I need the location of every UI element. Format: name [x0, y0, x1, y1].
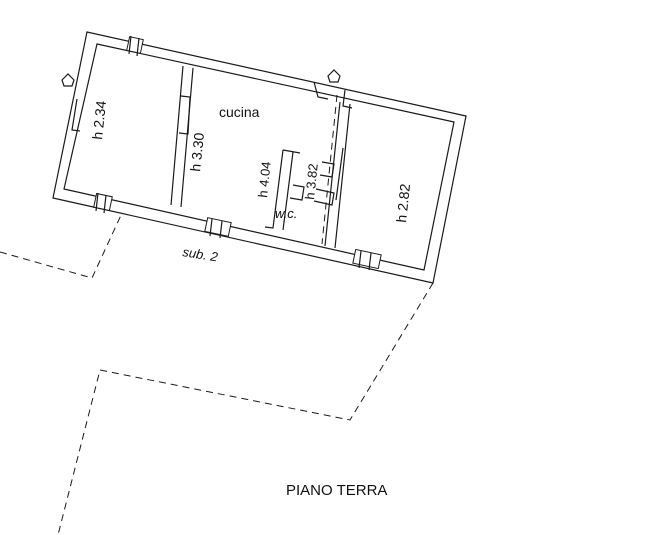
window-top-left: [126, 35, 144, 57]
projection-left: [178, 95, 191, 135]
projection-right: [342, 89, 353, 109]
windows: [93, 35, 382, 271]
wc-height: h 3.82: [302, 163, 321, 201]
entrance-arrow-top: [327, 69, 341, 83]
entrance-arrow-left: [61, 73, 75, 87]
boundary-left: [0, 212, 123, 279]
subunit-label: sub. 2: [182, 244, 220, 264]
wc-wall-top: [282, 149, 301, 154]
left-room-height: h 2.34: [89, 100, 109, 141]
window-bottom-right: [352, 248, 382, 271]
kitchen-height: h 3.30: [187, 132, 207, 173]
wc-name: w.c.: [275, 206, 297, 221]
lot-boundaries: [0, 94, 434, 535]
wc-wall-left: [264, 149, 284, 229]
window-bottom-center: [204, 217, 232, 239]
wc-wall-left-inner: [282, 151, 294, 231]
inner-wall-outline: [63, 43, 455, 271]
labels: h 2.34 cucina h 3.30 h 4.04 h 3.82 w.c. …: [89, 100, 413, 499]
entrance-markers: [61, 69, 341, 87]
wc-wall-right: [335, 147, 344, 201]
wc-door-wall: [319, 161, 335, 178]
window-bottom-left: [93, 192, 113, 214]
wall-kitchen-right-inner: [334, 103, 351, 249]
projection-top: [313, 81, 329, 100]
kitchen-name: cucina: [219, 104, 260, 120]
wc-wall-mid: [289, 184, 305, 201]
floor-title: PIANO TERRA: [286, 482, 387, 499]
projection-outer-left: [71, 98, 81, 132]
building: [52, 31, 467, 284]
corridor-height: h 4.04: [255, 161, 274, 199]
wc-wall-mid2: [313, 188, 335, 206]
outer-wall: [52, 31, 467, 284]
right-room-height: h 2.82: [393, 183, 413, 224]
wall-left-room: [170, 65, 184, 206]
boundary-inner-dash: [321, 94, 338, 245]
wall-left-room-inner: [180, 67, 194, 208]
